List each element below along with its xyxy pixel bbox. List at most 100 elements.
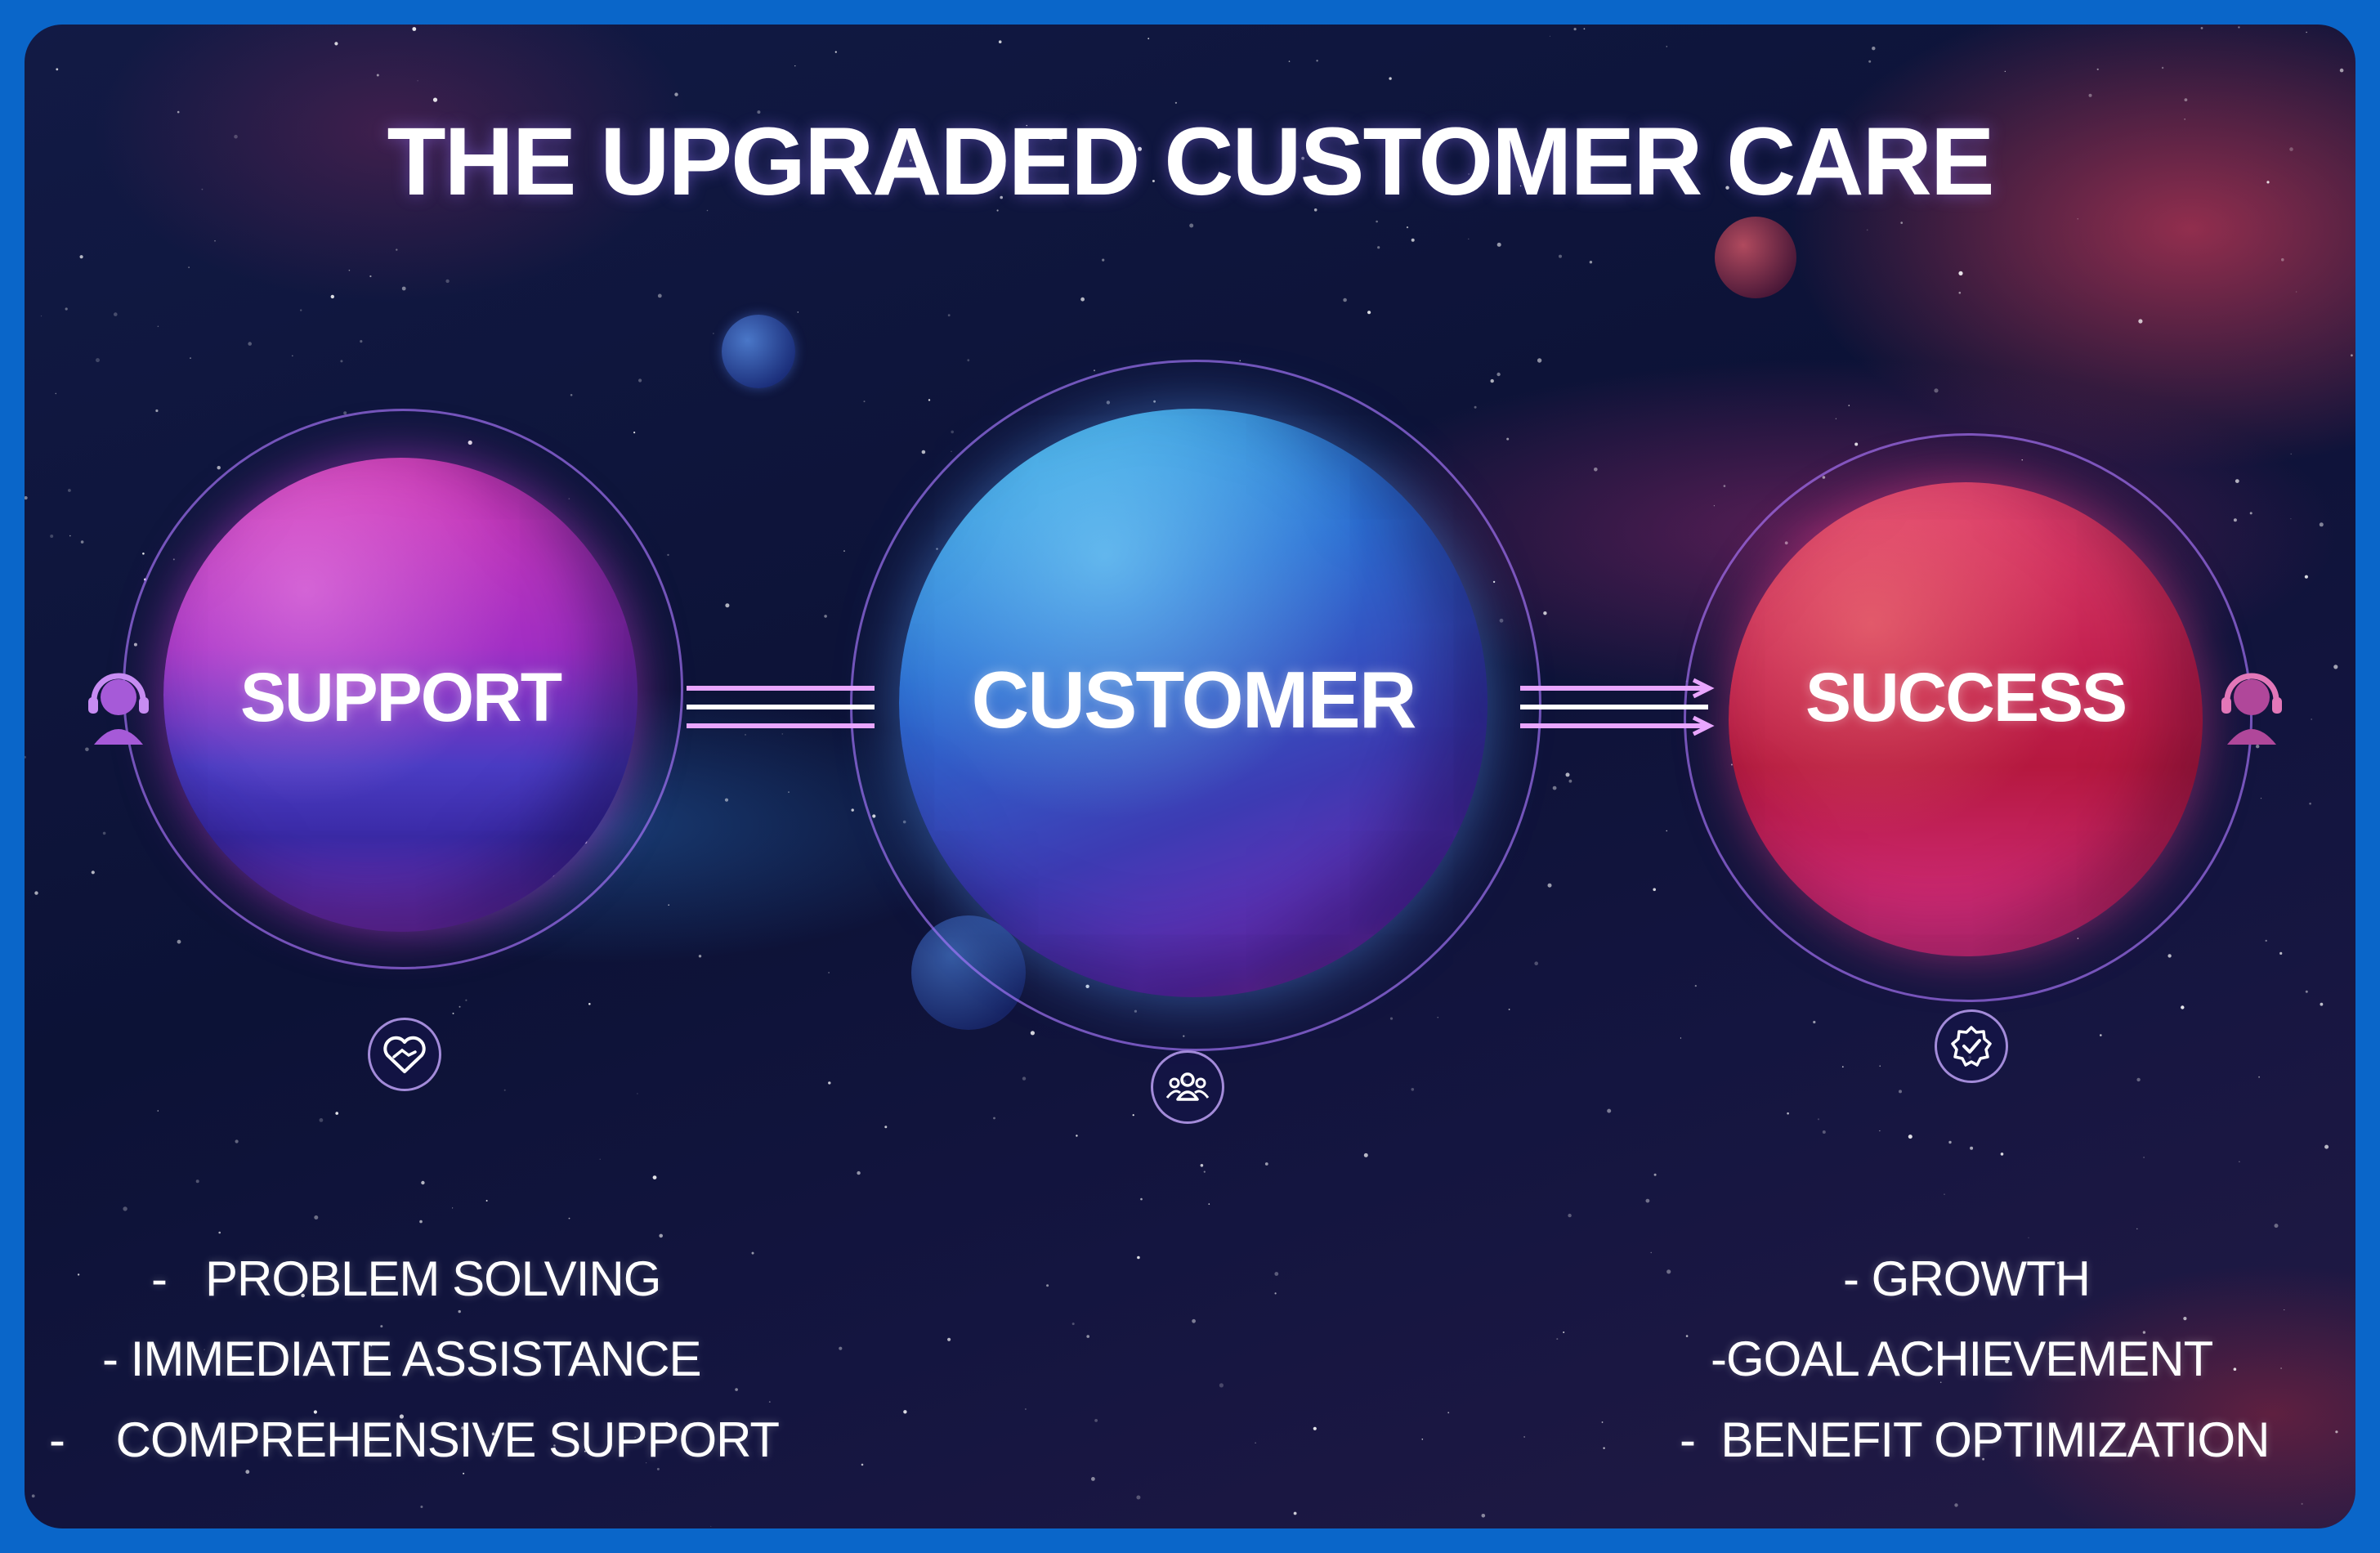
- star: [1822, 1130, 1826, 1134]
- star: [1343, 298, 1347, 302]
- star: [1958, 291, 1962, 294]
- verified-check-badge-icon: [1951, 1026, 1992, 1067]
- star: [2289, 147, 2293, 151]
- star: [2004, 70, 2006, 72]
- star: [1447, 1412, 1450, 1414]
- star: [1148, 38, 1150, 40]
- star: [1481, 1514, 1486, 1518]
- star: [725, 603, 730, 608]
- star: [1734, 1425, 1736, 1426]
- star: [634, 1436, 637, 1439]
- star: [1136, 1495, 1141, 1500]
- star: [921, 450, 926, 454]
- support-list-item: - PROBLEM SOLVING: [151, 1251, 661, 1306]
- star: [412, 27, 417, 31]
- star: [1537, 358, 1542, 363]
- star: [745, 733, 746, 736]
- star: [1653, 888, 1656, 892]
- star: [348, 269, 351, 271]
- star: [815, 180, 819, 184]
- star: [828, 972, 830, 973]
- star: [1934, 388, 1939, 393]
- star: [68, 489, 71, 492]
- star: [857, 1170, 861, 1175]
- star: [1264, 1162, 1268, 1166]
- star: [735, 1388, 738, 1391]
- star: [2335, 1430, 2338, 1434]
- star: [190, 357, 191, 359]
- star: [674, 92, 678, 96]
- star: [863, 401, 866, 403]
- star: [50, 535, 54, 538]
- people-group-icon: [1165, 1072, 1210, 1101]
- handshake-heart-icon: [383, 1036, 426, 1073]
- success-list-item: -GOAL ACHIEVEMENT: [1711, 1331, 2213, 1386]
- star: [330, 294, 334, 299]
- star: [951, 450, 952, 452]
- star: [421, 1180, 425, 1185]
- star: [234, 134, 238, 139]
- star: [463, 1472, 465, 1475]
- star: [1523, 1436, 1525, 1438]
- star: [2048, 1352, 2052, 1356]
- star: [909, 159, 912, 162]
- star: [245, 1470, 250, 1475]
- star: [1174, 101, 1177, 104]
- star: [1313, 1426, 1317, 1430]
- star: [2088, 93, 2092, 97]
- star: [214, 239, 216, 242]
- star: [1666, 46, 1668, 47]
- star: [568, 1217, 570, 1220]
- star: [2280, 1367, 2283, 1369]
- star: [1508, 1009, 1510, 1010]
- star: [1203, 1170, 1206, 1173]
- star: [417, 80, 418, 82]
- star: [2339, 68, 2344, 73]
- star: [1200, 1164, 1204, 1167]
- star: [1954, 1503, 1958, 1507]
- star: [1189, 223, 1194, 228]
- star: [667, 553, 669, 557]
- star: [496, 135, 500, 140]
- star: [1025, 1408, 1027, 1410]
- star: [77, 1273, 80, 1276]
- star: [1506, 437, 1510, 441]
- star: [996, 209, 999, 212]
- star: [1411, 1088, 1415, 1091]
- star: [884, 1126, 888, 1129]
- star: [2233, 518, 2237, 522]
- star: [1817, 1118, 1820, 1121]
- star: [459, 1005, 461, 1008]
- star: [797, 311, 799, 313]
- star: [1474, 405, 1477, 409]
- star: [839, 1346, 843, 1350]
- support-list-item: - COMPREHENSIVE SUPPORT: [49, 1412, 780, 1467]
- star: [2096, 68, 2099, 70]
- star: [1848, 405, 1850, 406]
- infographic-card: THE UPGRADED CUSTOMER CARE SUPPORT CUSTO…: [25, 25, 2355, 1528]
- star: [570, 394, 573, 396]
- star: [1547, 883, 1552, 888]
- success-list-item: - GROWTH: [1843, 1251, 2091, 1306]
- star: [1030, 1031, 1035, 1036]
- star: [1049, 136, 1054, 141]
- star: [314, 1215, 319, 1220]
- star: [91, 870, 95, 875]
- star: [781, 733, 784, 735]
- star: [155, 409, 159, 413]
- star: [633, 432, 636, 434]
- star: [2351, 354, 2353, 357]
- star: [1552, 785, 1557, 790]
- star: [1594, 468, 1598, 472]
- star: [2091, 1449, 2093, 1452]
- star: [947, 314, 951, 317]
- star: [2100, 1034, 2102, 1036]
- star: [177, 939, 181, 944]
- star: [1496, 372, 1501, 377]
- star: [1293, 1511, 1297, 1515]
- success-label: SUCCESS: [1805, 659, 2127, 736]
- star: [1140, 1197, 1143, 1201]
- star: [201, 188, 204, 190]
- star: [947, 1337, 951, 1341]
- star: [1389, 1017, 1394, 1020]
